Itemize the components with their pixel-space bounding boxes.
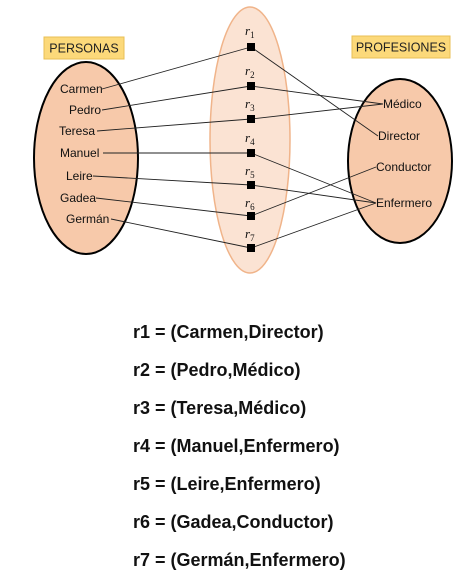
link-teresa-r3 (96, 118, 252, 132)
relation-r1: r1 = (Carmen,Director) (133, 322, 324, 342)
link-r2-medico (250, 85, 384, 105)
link-pedro-r2 (101, 85, 252, 111)
personas-ellipse (33, 61, 139, 255)
link-r3-medico (250, 103, 384, 120)
link-gadea-r6 (95, 197, 252, 217)
link-r7-enfermero (250, 202, 377, 249)
relation-r4: r4 = (Manuel,Enfermero) (133, 436, 340, 456)
profesiones-header-box (351, 35, 451, 59)
persona-carmen: Carmen (60, 82, 103, 96)
relation-r6: r6 = (Gadea,Conductor) (133, 512, 334, 532)
profesiones-header: PROFESIONES (356, 41, 446, 55)
relation-diagram: PERSONAS PROFESIONES r1 r2 r3 r4 r5 r6 r… (33, 6, 453, 274)
relation-r2: r2 = (Pedro,Médico) (133, 360, 301, 380)
node-r6 (247, 212, 255, 220)
persona-gadea: Gadea (60, 191, 96, 205)
profesion-medico: Médico (383, 97, 422, 111)
node-label-r6: r6 (245, 195, 255, 212)
node-label-r2: r2 (245, 63, 255, 80)
persona-teresa: Teresa (59, 124, 95, 138)
persona-leire: Leire (66, 169, 93, 183)
link-leire-r5 (92, 175, 252, 186)
relation-r3: r3 = (Teresa,Médico) (133, 398, 307, 418)
node-label-r1: r1 (245, 23, 255, 40)
relation-r7: r7 = (Germán,Enfermero) (133, 550, 346, 570)
profesion-director: Director (378, 129, 420, 143)
node-label-r5: r5 (245, 163, 255, 180)
node-label-r4: r4 (245, 130, 255, 147)
persona-german: Germán (66, 212, 109, 226)
node-r7 (247, 244, 255, 252)
persona-manuel: Manuel (60, 146, 99, 160)
profesion-conductor: Conductor (376, 160, 431, 174)
node-r5 (247, 181, 255, 189)
profesion-enfermero: Enfermero (376, 196, 432, 210)
node-label-r7: r7 (245, 226, 255, 243)
node-label-r3: r3 (245, 96, 255, 113)
personas-header: PERSONAS (49, 42, 118, 56)
link-r4-enfermero (250, 152, 377, 204)
link-r5-enfermero (250, 184, 377, 204)
link-german-r7 (110, 218, 252, 249)
personas-header-box (43, 36, 125, 60)
link-carmen-r1 (101, 46, 252, 90)
node-r4 (247, 149, 255, 157)
link-r1-director (250, 46, 379, 137)
relations-ellipse (209, 6, 291, 274)
link-r6-conductor (250, 166, 377, 217)
relation-r5: r5 = (Leire,Enfermero) (133, 474, 321, 494)
node-r3 (247, 115, 255, 123)
node-r2 (247, 82, 255, 90)
connection-lines (92, 46, 384, 249)
node-r1 (247, 43, 255, 51)
persona-pedro: Pedro (69, 103, 101, 117)
relation-node-markers (247, 43, 255, 252)
